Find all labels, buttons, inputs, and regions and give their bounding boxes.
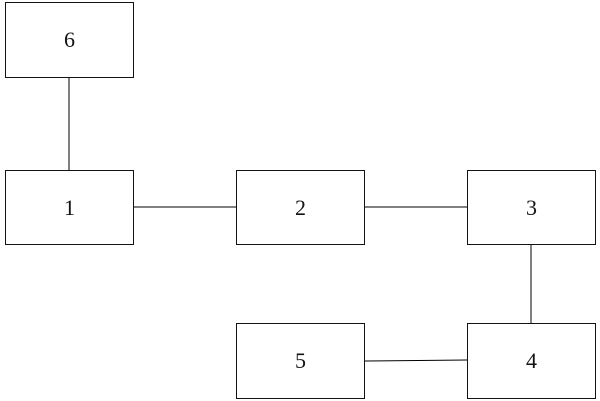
- block-2: 2: [236, 170, 365, 245]
- block-5: 5: [236, 323, 365, 399]
- block-1: 1: [5, 170, 134, 245]
- block-6: 6: [5, 2, 134, 78]
- connector-5-4: [364, 359, 468, 362]
- block-4: 4: [467, 323, 596, 399]
- block-3: 3: [467, 170, 596, 245]
